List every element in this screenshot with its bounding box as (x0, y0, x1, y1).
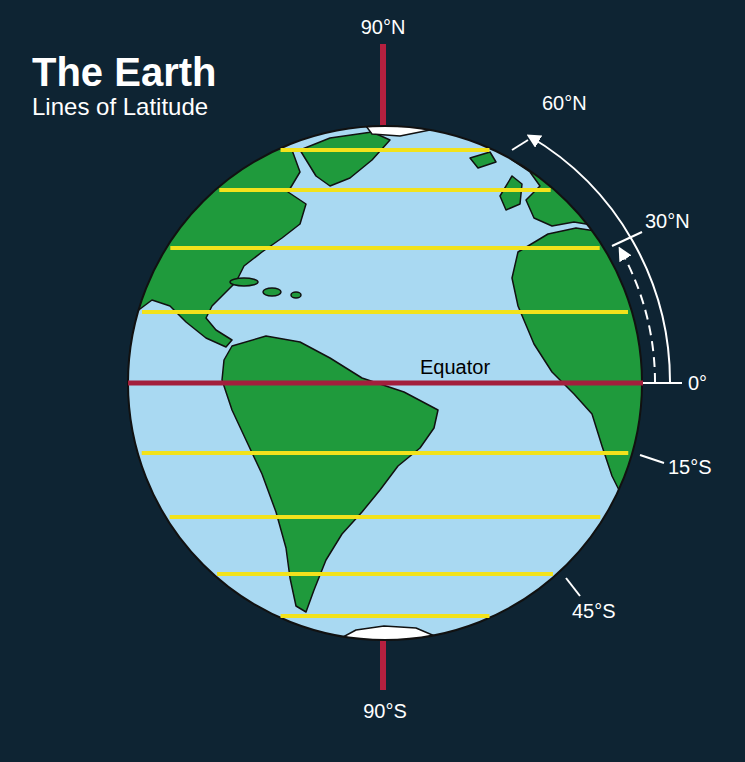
equator-tick (643, 382, 682, 384)
latitude-line (281, 148, 490, 152)
latitude-label: 0° (688, 372, 707, 394)
britain (500, 176, 522, 210)
land-group (128, 116, 650, 644)
latitude-line (217, 572, 553, 576)
island (230, 278, 258, 286)
latitude-label: 30°N (645, 210, 690, 232)
globe-outline (128, 126, 642, 640)
latitude-line (219, 188, 550, 192)
arc-arrow-60 (529, 136, 670, 383)
leader-30n (612, 232, 642, 246)
latitude-line (170, 515, 601, 519)
iceland (470, 152, 496, 168)
equator-label: Equator (420, 356, 490, 378)
latitude-label: 90°S (363, 700, 407, 722)
island (291, 292, 301, 298)
equator-line (128, 381, 643, 386)
south-pole-bar (380, 638, 386, 690)
leader-60n (512, 140, 528, 150)
south-america (222, 336, 438, 612)
north-pole-bar (380, 44, 386, 128)
latitude-line (142, 451, 629, 455)
leader-45s (566, 578, 580, 596)
arc-arrow-30 (620, 249, 655, 383)
latitude-label: 60°N (542, 92, 587, 114)
latitude-label: 90°N (361, 16, 406, 38)
title: The Earth (32, 50, 216, 94)
latitude-label: 15°S (668, 456, 712, 478)
island (263, 288, 281, 296)
leader-15s (640, 455, 664, 463)
antarctica (330, 626, 444, 644)
greenland (300, 132, 390, 186)
subtitle: Lines of Latitude (32, 94, 208, 120)
latitude-line (170, 246, 599, 250)
latitude-label: 45°S (572, 600, 616, 622)
latitude-line (142, 310, 628, 314)
latitude-line (281, 614, 490, 618)
